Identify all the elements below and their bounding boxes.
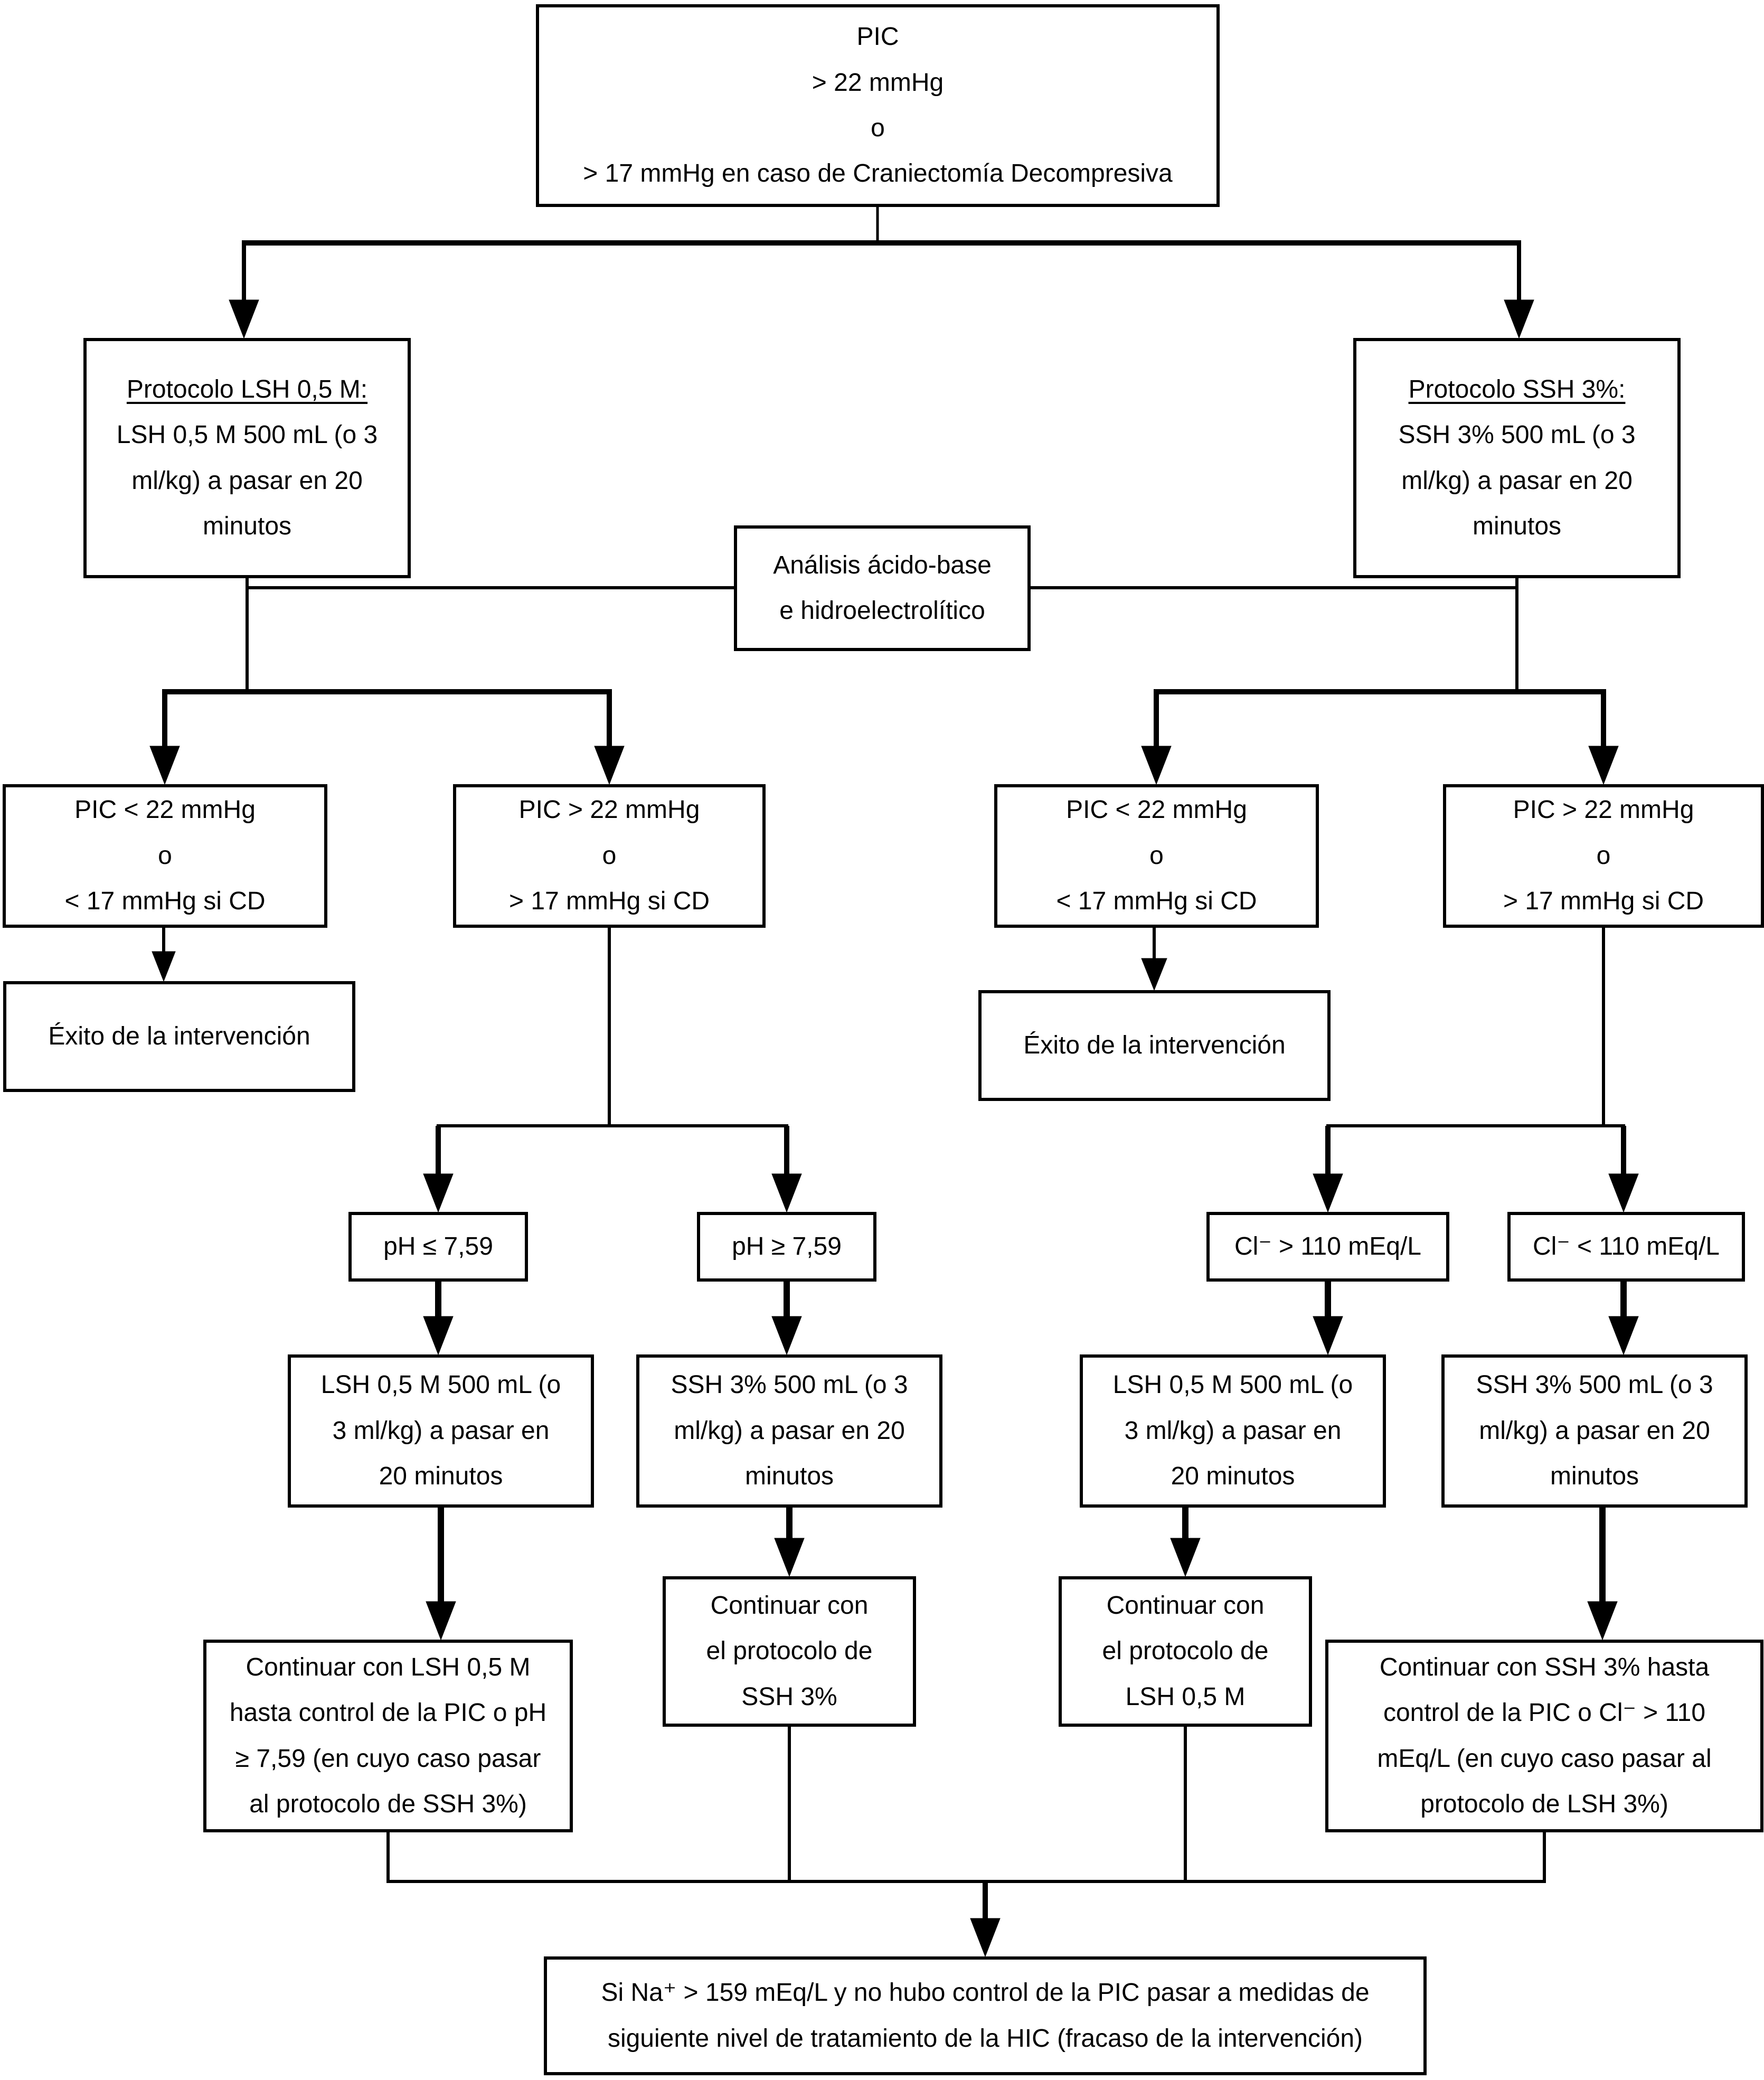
arrowhead-to-cl-high — [1313, 1173, 1343, 1213]
arrowhead-to-lsh-protocol — [229, 299, 259, 339]
node-continue-lsh-protocol-text: Continuar con el protocolo de LSH 0,5 M — [1102, 1591, 1269, 1711]
node-ssh-pic-controlled: PIC < 22 mmHg o < 17 mmHg si CD — [994, 784, 1319, 928]
node-ssh-bolus-repeat-2-text: SSH 3% 500 mL (o 3 ml/kg) a pasar en 20 … — [1476, 1371, 1713, 1491]
node-lsh-success: Éxito de la intervención — [3, 981, 355, 1092]
node-chloride-high: Cl⁻ > 110 mEq/L — [1206, 1212, 1449, 1282]
node-continue-lsh-until-control-text: Continuar con LSH 0,5 M hasta control de… — [229, 1653, 547, 1818]
node-acid-base-analysis-text: Análisis ácido-base e hidroelectrolítico — [773, 551, 992, 625]
node-protocol-ssh-title: Protocolo SSH 3%: — [1408, 375, 1626, 403]
arrowhead-to-continue-lsh — [1170, 1538, 1201, 1577]
node-pic-trigger-text: PIC > 22 mmHg o > 17 mmHg en caso de Cra… — [583, 23, 1173, 188]
arrowhead-to-ssh-pic-low — [1141, 746, 1172, 785]
node-ph-high: pH ≥ 7,59 — [697, 1212, 876, 1282]
node-ssh-success-text: Éxito de la intervención — [1023, 1031, 1286, 1059]
node-protocol-lsh-title: Protocolo LSH 0,5 M: — [126, 375, 368, 403]
node-lsh-bolus-repeat-text: LSH 0,5 M 500 mL (o 3 ml/kg) a pasar en … — [320, 1371, 561, 1491]
node-lsh-pic-elevated: PIC > 22 mmHg o > 17 mmHg si CD — [453, 784, 766, 928]
node-ssh-pic-controlled-text: PIC < 22 mmHg o < 17 mmHg si CD — [1056, 796, 1257, 916]
arrowhead-to-ph-low — [423, 1173, 454, 1213]
node-continue-ssh-until-control: Continuar con SSH 3% hasta control de la… — [1325, 1640, 1763, 1832]
node-ph-low: pH ≤ 7,59 — [348, 1212, 528, 1282]
node-lsh-bolus-repeat-2-text: LSH 0,5 M 500 mL (o 3 ml/kg) a pasar en … — [1112, 1371, 1353, 1491]
node-lsh-bolus-repeat-2: LSH 0,5 M 500 mL (o 3 ml/kg) a pasar en … — [1080, 1354, 1386, 1508]
node-ssh-bolus-repeat-2: SSH 3% 500 mL (o 3 ml/kg) a pasar en 20 … — [1441, 1354, 1748, 1508]
node-lsh-pic-controlled-text: PIC < 22 mmHg o < 17 mmHg si CD — [64, 796, 266, 916]
node-pic-trigger: PIC > 22 mmHg o > 17 mmHg en caso de Cra… — [536, 4, 1220, 207]
node-continue-lsh-protocol: Continuar con el protocolo de LSH 0,5 M — [1059, 1576, 1312, 1727]
arrowhead-to-continue-lsh-until — [426, 1601, 456, 1641]
arrowhead-to-lsh-bolus2 — [1313, 1316, 1343, 1356]
arrowhead-to-lsh-success — [152, 951, 176, 982]
node-continue-lsh-until-control: Continuar con LSH 0,5 M hasta control de… — [203, 1640, 573, 1832]
arrowhead-to-continue-ssh — [774, 1538, 805, 1577]
arrowhead-to-failure — [970, 1918, 1001, 1957]
node-protocol-lsh: Protocolo LSH 0,5 M: LSH 0,5 M 500 mL (o… — [83, 338, 411, 578]
node-ssh-pic-elevated: PIC > 22 mmHg o > 17 mmHg si CD — [1443, 784, 1764, 928]
node-protocol-ssh-body: SSH 3% 500 mL (o 3 ml/kg) a pasar en 20 … — [1398, 421, 1636, 540]
node-ssh-pic-elevated-text: PIC > 22 mmHg o > 17 mmHg si CD — [1503, 796, 1704, 916]
node-lsh-bolus-repeat: LSH 0,5 M 500 mL (o 3 ml/kg) a pasar en … — [288, 1354, 594, 1508]
node-ssh-success: Éxito de la intervención — [978, 990, 1331, 1101]
arrowhead-to-ssh-pic-high — [1588, 746, 1619, 785]
arrowhead-to-ssh-bolus2 — [1608, 1316, 1639, 1356]
arrowhead-to-ssh-bolus — [771, 1316, 802, 1356]
arrowhead-to-lsh-bolus — [423, 1316, 454, 1356]
node-continue-ssh-protocol: Continuar con el protocolo de SSH 3% — [663, 1576, 916, 1727]
arrowhead-to-ssh-protocol — [1504, 299, 1534, 339]
arrowhead-to-cl-low — [1608, 1173, 1639, 1213]
arrowhead-to-lsh-pic-low — [149, 746, 180, 785]
node-intervention-failure-text: Si Na⁺ > 159 mEq/L y no hubo control de … — [601, 1979, 1370, 2053]
node-ssh-bolus-repeat: SSH 3% 500 mL (o 3 ml/kg) a pasar en 20 … — [636, 1354, 942, 1508]
node-chloride-high-text: Cl⁻ > 110 mEq/L — [1234, 1232, 1421, 1260]
arrowhead-to-ssh-success — [1141, 958, 1167, 991]
node-ph-high-text: pH ≥ 7,59 — [732, 1232, 842, 1260]
node-acid-base-analysis: Análisis ácido-base e hidroelectrolítico — [734, 525, 1031, 651]
node-chloride-low: Cl⁻ < 110 mEq/L — [1507, 1212, 1745, 1282]
node-chloride-low-text: Cl⁻ < 110 mEq/L — [1533, 1232, 1720, 1260]
node-ssh-bolus-repeat-text: SSH 3% 500 mL (o 3 ml/kg) a pasar en 20 … — [671, 1371, 908, 1491]
arrowhead-to-ph-high — [771, 1173, 802, 1213]
node-intervention-failure: Si Na⁺ > 159 mEq/L y no hubo control de … — [544, 1956, 1427, 2075]
node-lsh-pic-controlled: PIC < 22 mmHg o < 17 mmHg si CD — [3, 784, 327, 928]
node-ph-low-text: pH ≤ 7,59 — [383, 1232, 493, 1260]
arrowhead-to-lsh-pic-high — [594, 746, 625, 785]
node-protocol-lsh-body: LSH 0,5 M 500 mL (o 3 ml/kg) a pasar en … — [116, 421, 378, 540]
node-protocol-ssh: Protocolo SSH 3%: SSH 3% 500 mL (o 3 ml/… — [1353, 338, 1681, 578]
arrowhead-to-continue-ssh-until — [1587, 1601, 1618, 1641]
node-lsh-pic-elevated-text: PIC > 22 mmHg o > 17 mmHg si CD — [508, 796, 710, 916]
node-continue-ssh-protocol-text: Continuar con el protocolo de SSH 3% — [706, 1591, 873, 1711]
node-continue-ssh-until-control-text: Continuar con SSH 3% hasta control de la… — [1377, 1653, 1712, 1818]
node-lsh-success-text: Éxito de la intervención — [48, 1022, 310, 1050]
